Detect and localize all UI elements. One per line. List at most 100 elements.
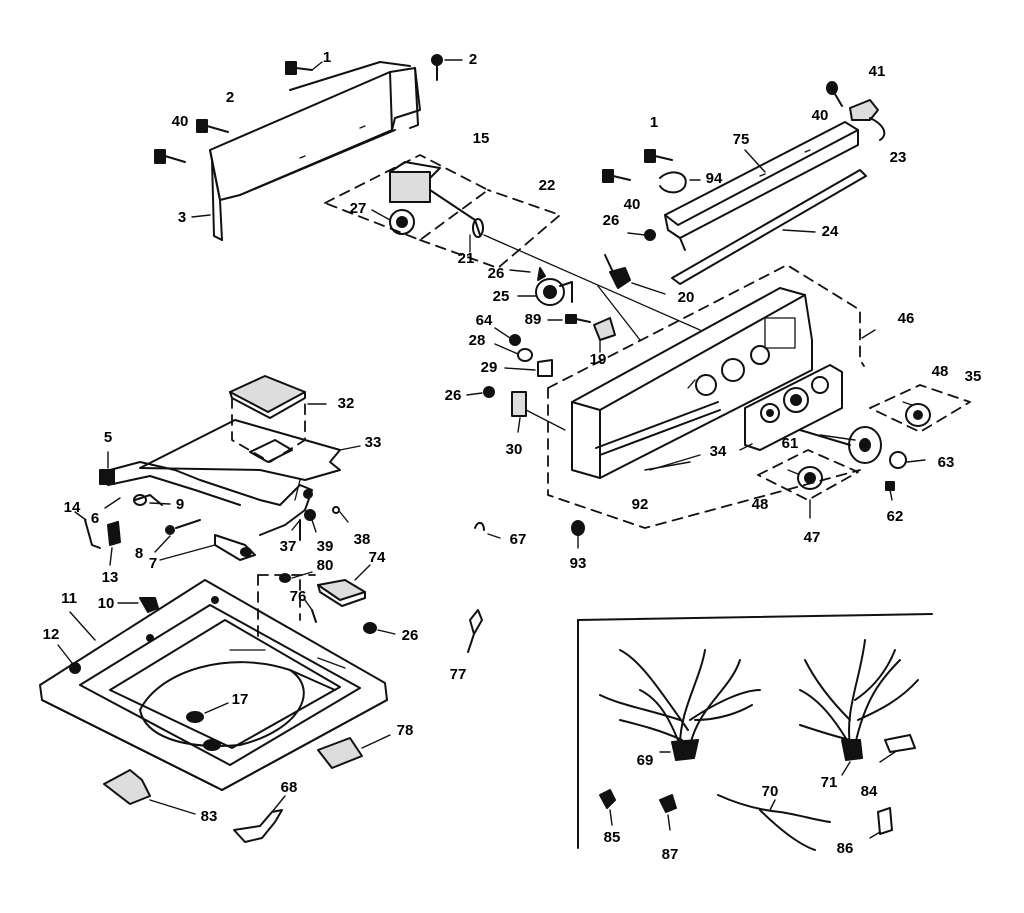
screw-1-right [644,149,673,163]
leader-30 [525,409,566,431]
screw-1 [285,61,323,75]
clip-94 [659,171,701,194]
parts-switches [466,254,666,433]
control-console-panel [547,264,876,529]
callout-87: 87 [661,846,679,863]
callout-26: 26 [401,627,419,644]
callout-6: 6 [90,510,100,527]
callout-63: 63 [937,454,955,471]
callout-38: 38 [353,531,371,548]
callout-67: 67 [509,531,527,548]
callout-21: 21 [457,250,475,267]
callout-92: 92 [631,496,649,513]
callout-75: 75 [732,131,750,148]
callout-47: 47 [803,529,821,546]
leader-37 [294,479,301,501]
callout-2: 2 [225,89,235,106]
timer-assembly-box [324,154,701,331]
callout-69: 69 [636,752,654,769]
callout-80: 80 [316,557,334,574]
callout-85: 85 [603,829,621,846]
screw-2-left [196,119,229,133]
callout-8: 8 [134,545,144,562]
callout-64: 64 [475,312,493,329]
callout-89: 89 [524,311,542,328]
callout-35: 35 [964,368,982,385]
callout-32: 32 [337,395,355,412]
screw-40-right [602,169,631,183]
callout-11: 11 [61,590,77,607]
callout-39: 39 [316,538,334,555]
callout-40: 40 [171,113,189,130]
callout-74: 74 [368,549,386,566]
callout-40: 40 [623,196,641,213]
callout-28: 28 [468,332,486,349]
callout-3: 3 [177,209,187,226]
callout-76: 76 [289,588,307,605]
callout-40: 40 [811,107,829,124]
callout-10: 10 [97,595,115,612]
callout-22: 22 [538,177,556,194]
callout-62: 62 [886,508,904,525]
callout-93: 93 [569,555,587,572]
callout-14: 14 [63,499,81,516]
callout-9: 9 [175,496,185,513]
callout-2: 2 [468,51,478,68]
part-67 [474,522,485,531]
callout-77: 77 [449,666,467,683]
callout-30: 30 [505,441,523,458]
callout-25: 25 [492,288,510,305]
callout-1: 1 [649,114,659,131]
callout-46: 46 [897,310,915,327]
callout-17: 17 [231,691,249,708]
top-cover-hinge-assembly [74,375,361,566]
callout-26: 26 [444,387,462,404]
callout-12: 12 [42,626,60,643]
part-92 [644,461,691,471]
washer-top [39,579,388,791]
callout-27: 27 [349,200,367,217]
knob-assembly [739,364,971,519]
callout-83: 83 [200,808,218,825]
part-93 [571,520,585,536]
callout-86: 86 [836,840,854,857]
callout-7: 7 [148,555,158,572]
callout-48: 48 [751,496,769,513]
callout-15: 15 [472,130,490,147]
callout-5: 5 [103,429,113,446]
callout-19: 19 [589,351,607,368]
callout-29: 29 [480,359,498,376]
callout-78: 78 [396,722,414,739]
callout-37: 37 [279,538,297,555]
callout-84: 84 [860,783,878,800]
callout-20: 20 [677,289,695,306]
callout-68: 68 [280,779,298,796]
lid-switch-parts [279,564,396,635]
screw-40-left [154,149,186,164]
callout-48: 48 [931,363,949,380]
callout-26: 26 [487,265,505,282]
small-parts-bottom [103,609,483,843]
callout-1: 1 [322,49,332,66]
callout-41: 41 [868,63,886,80]
callout-61: 61 [781,435,799,452]
callout-34: 34 [709,443,727,460]
callout-70: 70 [761,783,779,800]
callout-33: 33 [364,434,382,451]
callout-13: 13 [101,569,119,586]
nut-26-a [644,229,656,241]
console-rear-cover [209,61,421,241]
callout-94: 94 [705,170,723,187]
screw-40-top [826,81,843,107]
dashed-leader-lines [257,574,316,641]
screw-2-top [431,54,463,81]
callout-26: 26 [602,212,620,229]
leader-20 [597,285,641,341]
wiring-harness-panel [577,613,933,851]
callout-71: 71 [820,774,838,791]
callout-24: 24 [821,223,839,240]
fluorescent-light-assembly [664,99,886,285]
callout-23: 23 [889,149,907,166]
